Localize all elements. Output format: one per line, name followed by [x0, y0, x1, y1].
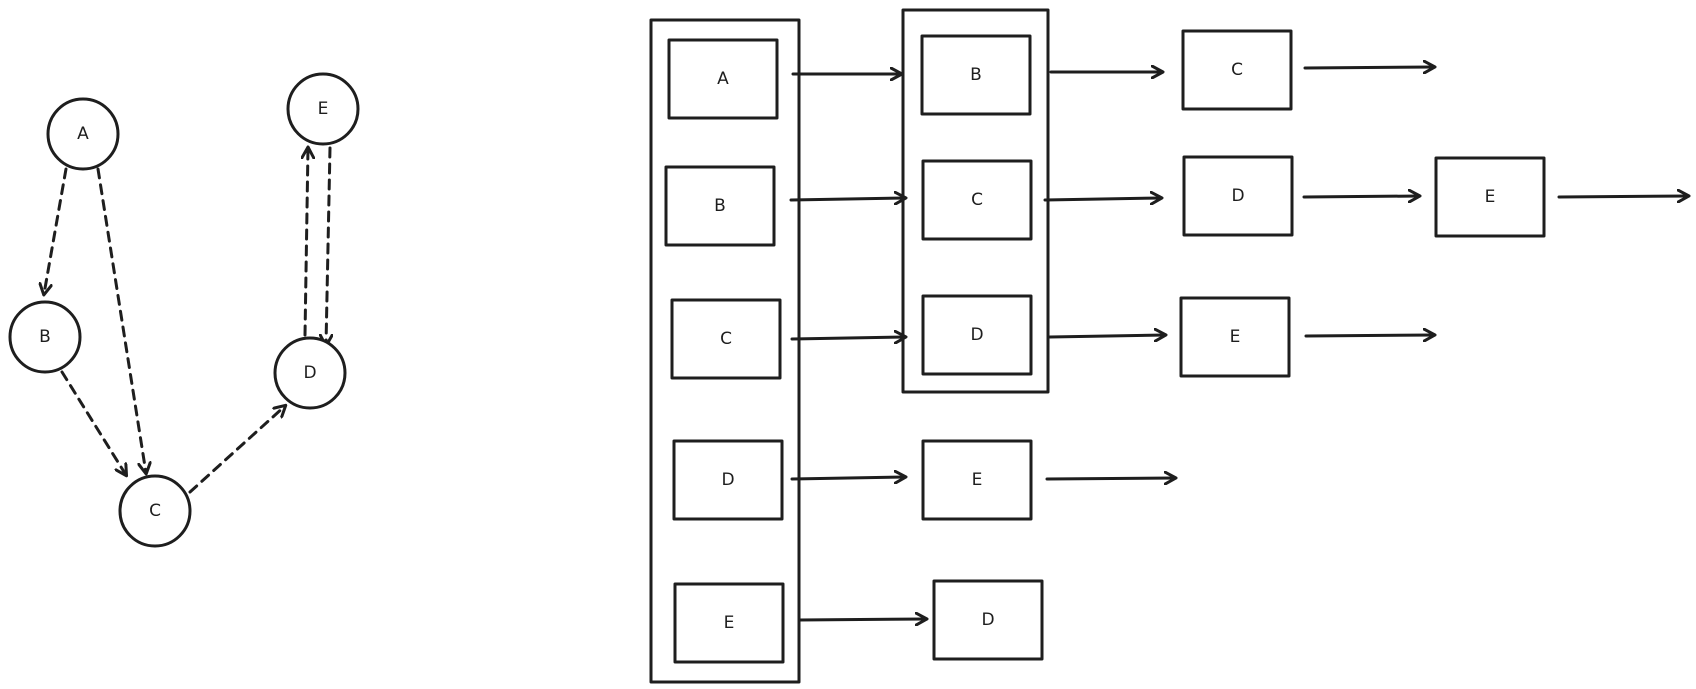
list-arrow [790, 477, 905, 479]
edge-e-d [326, 146, 330, 345]
list-node [1181, 29, 1293, 111]
list-node-label: E [972, 470, 983, 490]
graph-node-b: B [8, 300, 82, 374]
list-arrow [789, 198, 905, 200]
head-node-label: C [720, 329, 732, 349]
head-node-a [667, 38, 779, 120]
head-node-label: A [717, 69, 729, 89]
list-arrow [790, 337, 905, 339]
list-node-label: E [1230, 327, 1241, 347]
adjacency-row-d: D E [672, 439, 1175, 521]
list-end-arrow [1045, 478, 1175, 479]
list-node-label: D [1231, 186, 1244, 206]
adjacency-row-b: B C D E [664, 155, 1688, 247]
list-node [920, 34, 1032, 116]
list-node-label: C [971, 190, 983, 210]
list-node [921, 294, 1033, 376]
graph-node-label: A [77, 124, 89, 144]
list-node-label: B [970, 65, 982, 85]
head-node-d [672, 439, 784, 521]
edge-c-d [188, 406, 285, 494]
head-node-label: E [724, 613, 735, 633]
list-arrow [797, 619, 926, 620]
graph-node-d: D [273, 336, 347, 410]
list-node-label: D [970, 325, 983, 345]
head-node-e [673, 582, 785, 664]
list-end-arrow [1304, 335, 1434, 336]
head-node-c [670, 298, 782, 380]
list-end-arrow [1303, 67, 1434, 68]
edge-d-e [305, 148, 308, 337]
list-arrow [1043, 198, 1161, 200]
adjacency-row-a: A B C [667, 29, 1434, 120]
list-node [921, 159, 1033, 241]
adjacency-row-e: E D [673, 579, 1044, 664]
list-node-label: C [1231, 60, 1243, 80]
list-node [921, 439, 1033, 521]
edge-a-c [96, 167, 146, 473]
head-node-label: D [721, 470, 734, 490]
head-array-container [649, 18, 801, 684]
list-arrow [1302, 196, 1419, 197]
head-node-b [664, 165, 776, 247]
edge-a-b [44, 167, 68, 294]
head-node-label: B [714, 196, 726, 216]
graph-node-c: C [118, 474, 192, 548]
directed-graph: A B C D E [8, 72, 360, 548]
adjacency-row-c: C D E [670, 294, 1434, 380]
graph-node-label: B [39, 327, 51, 347]
adjacency-list: A B C B C D E C [649, 8, 1688, 684]
graph-node-e: E [286, 72, 360, 146]
graph-node-a: A [46, 97, 120, 171]
graph-node-label: C [149, 501, 161, 521]
list-node [1182, 155, 1294, 237]
list-node [1179, 296, 1291, 378]
list-arrow [1048, 335, 1165, 337]
list-node [1434, 156, 1546, 238]
edge-b-c [60, 370, 126, 475]
graph-node-label: D [303, 363, 316, 383]
list-node-label: E [1485, 187, 1496, 207]
list-node-label: D [981, 610, 994, 630]
list-node [932, 579, 1044, 661]
list-end-arrow [1557, 196, 1688, 197]
graph-node-label: E [318, 99, 329, 119]
